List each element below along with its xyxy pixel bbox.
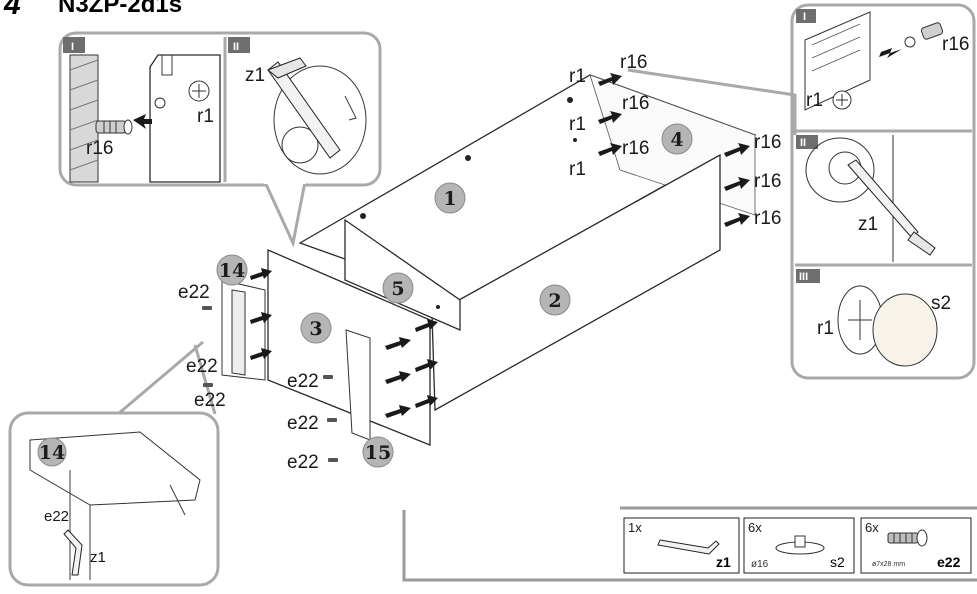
label-r16-right-2: r16	[754, 171, 781, 192]
label-r16: r16	[86, 138, 113, 159]
parts-code-s2: s2	[830, 554, 845, 570]
parts-qty-e22: 6x	[865, 520, 879, 535]
allen-key-icon	[657, 539, 720, 555]
label-r16-mid: r16	[622, 93, 649, 114]
part-badge-5: 5	[391, 278, 404, 300]
parts-item-z1: 1x z1	[623, 517, 740, 574]
label-z1-callout: z1	[90, 549, 106, 566]
parts-item-e22: 6x ø7x28 mm e22	[860, 517, 972, 574]
label-e22-mid-3: e22	[287, 452, 319, 473]
label-e22-mid-1: e22	[287, 371, 319, 392]
label-r16-right-1: r16	[754, 132, 781, 153]
label-r1-top: r1	[569, 66, 586, 87]
parts-size-e22: ø7x28 mm	[872, 561, 905, 568]
label-s2: s2	[931, 293, 951, 314]
callout-bottom: e22 z1 14	[8, 340, 220, 587]
step-ii-tab-right: II	[800, 137, 806, 149]
label-r16-top: r16	[620, 52, 647, 73]
cam-r1-icon	[832, 90, 852, 110]
parts-code-z1: z1	[716, 554, 731, 570]
step-number: 4	[3, 0, 21, 21]
main-labels: r1 r16 r1 r16 r1 r16 r16 r16 r16 e22 e22…	[178, 52, 781, 473]
callout-right: I II III r16 r1 z1 r1 s2	[627, 3, 976, 380]
cap-icon	[775, 535, 825, 555]
step-i-tab: I	[71, 41, 74, 53]
cam-r1-icon	[188, 80, 210, 102]
cabinet-assembly	[202, 73, 757, 462]
parts-qty-z1: 1x	[628, 520, 642, 535]
step-iii-tab-right: III	[799, 271, 808, 283]
label-r16-right-3: r16	[754, 208, 781, 229]
part-badge-3: 3	[309, 318, 322, 340]
part-badge-2: 2	[548, 290, 561, 312]
screw-r16-icon	[904, 22, 944, 48]
part-badge-4: 4	[670, 129, 683, 151]
parts-item-s2: 6x ø16 s2	[743, 517, 855, 574]
label-z1-right: z1	[858, 214, 878, 235]
label-r1-right-a: r1	[806, 90, 823, 111]
part-badge-15: 15	[365, 442, 391, 464]
step-i-tab-right: I	[803, 11, 806, 23]
screw-r16-icon	[95, 119, 133, 135]
label-r16-right: r16	[942, 34, 969, 55]
parts-size-s2: ø16	[751, 559, 769, 570]
part-badges: 1 2 3 4 5 14 15	[216, 123, 693, 468]
label-r1-low: r1	[569, 159, 586, 180]
label-r1: r1	[197, 106, 214, 127]
parts-list: 1x z1 6x ø16 s2 6x ø7x28	[402, 506, 977, 582]
label-r1-mid: r1	[569, 114, 586, 135]
label-e22-mid-2: e22	[287, 413, 319, 434]
label-r16-low: r16	[622, 138, 649, 159]
callout-left: I II r16 r1	[58, 31, 382, 248]
label-e22-left-2: e22	[186, 356, 218, 377]
screw-icon	[887, 529, 928, 547]
step-title: N3ZP-2d1s	[58, 0, 182, 18]
allen-key-icon	[63, 529, 83, 576]
label-e22-left-1: e22	[178, 282, 210, 303]
step-ii-tab: II	[233, 41, 239, 53]
part-badge-1: 1	[443, 188, 456, 210]
label-z1: z1	[245, 65, 265, 86]
label-e22-left-3: e22	[194, 390, 226, 411]
allen-key-icon	[847, 159, 936, 256]
label-e22-callout: e22	[44, 508, 69, 525]
parts-code-e22: e22	[937, 554, 961, 570]
label-r1-right-b: r1	[817, 318, 834, 339]
part-badge-14-callout: 14	[39, 442, 65, 464]
panel-2	[431, 153, 721, 412]
part-badge-14: 14	[219, 260, 245, 282]
parts-qty-s2: 6x	[748, 520, 762, 535]
allen-key-icon	[267, 57, 367, 175]
